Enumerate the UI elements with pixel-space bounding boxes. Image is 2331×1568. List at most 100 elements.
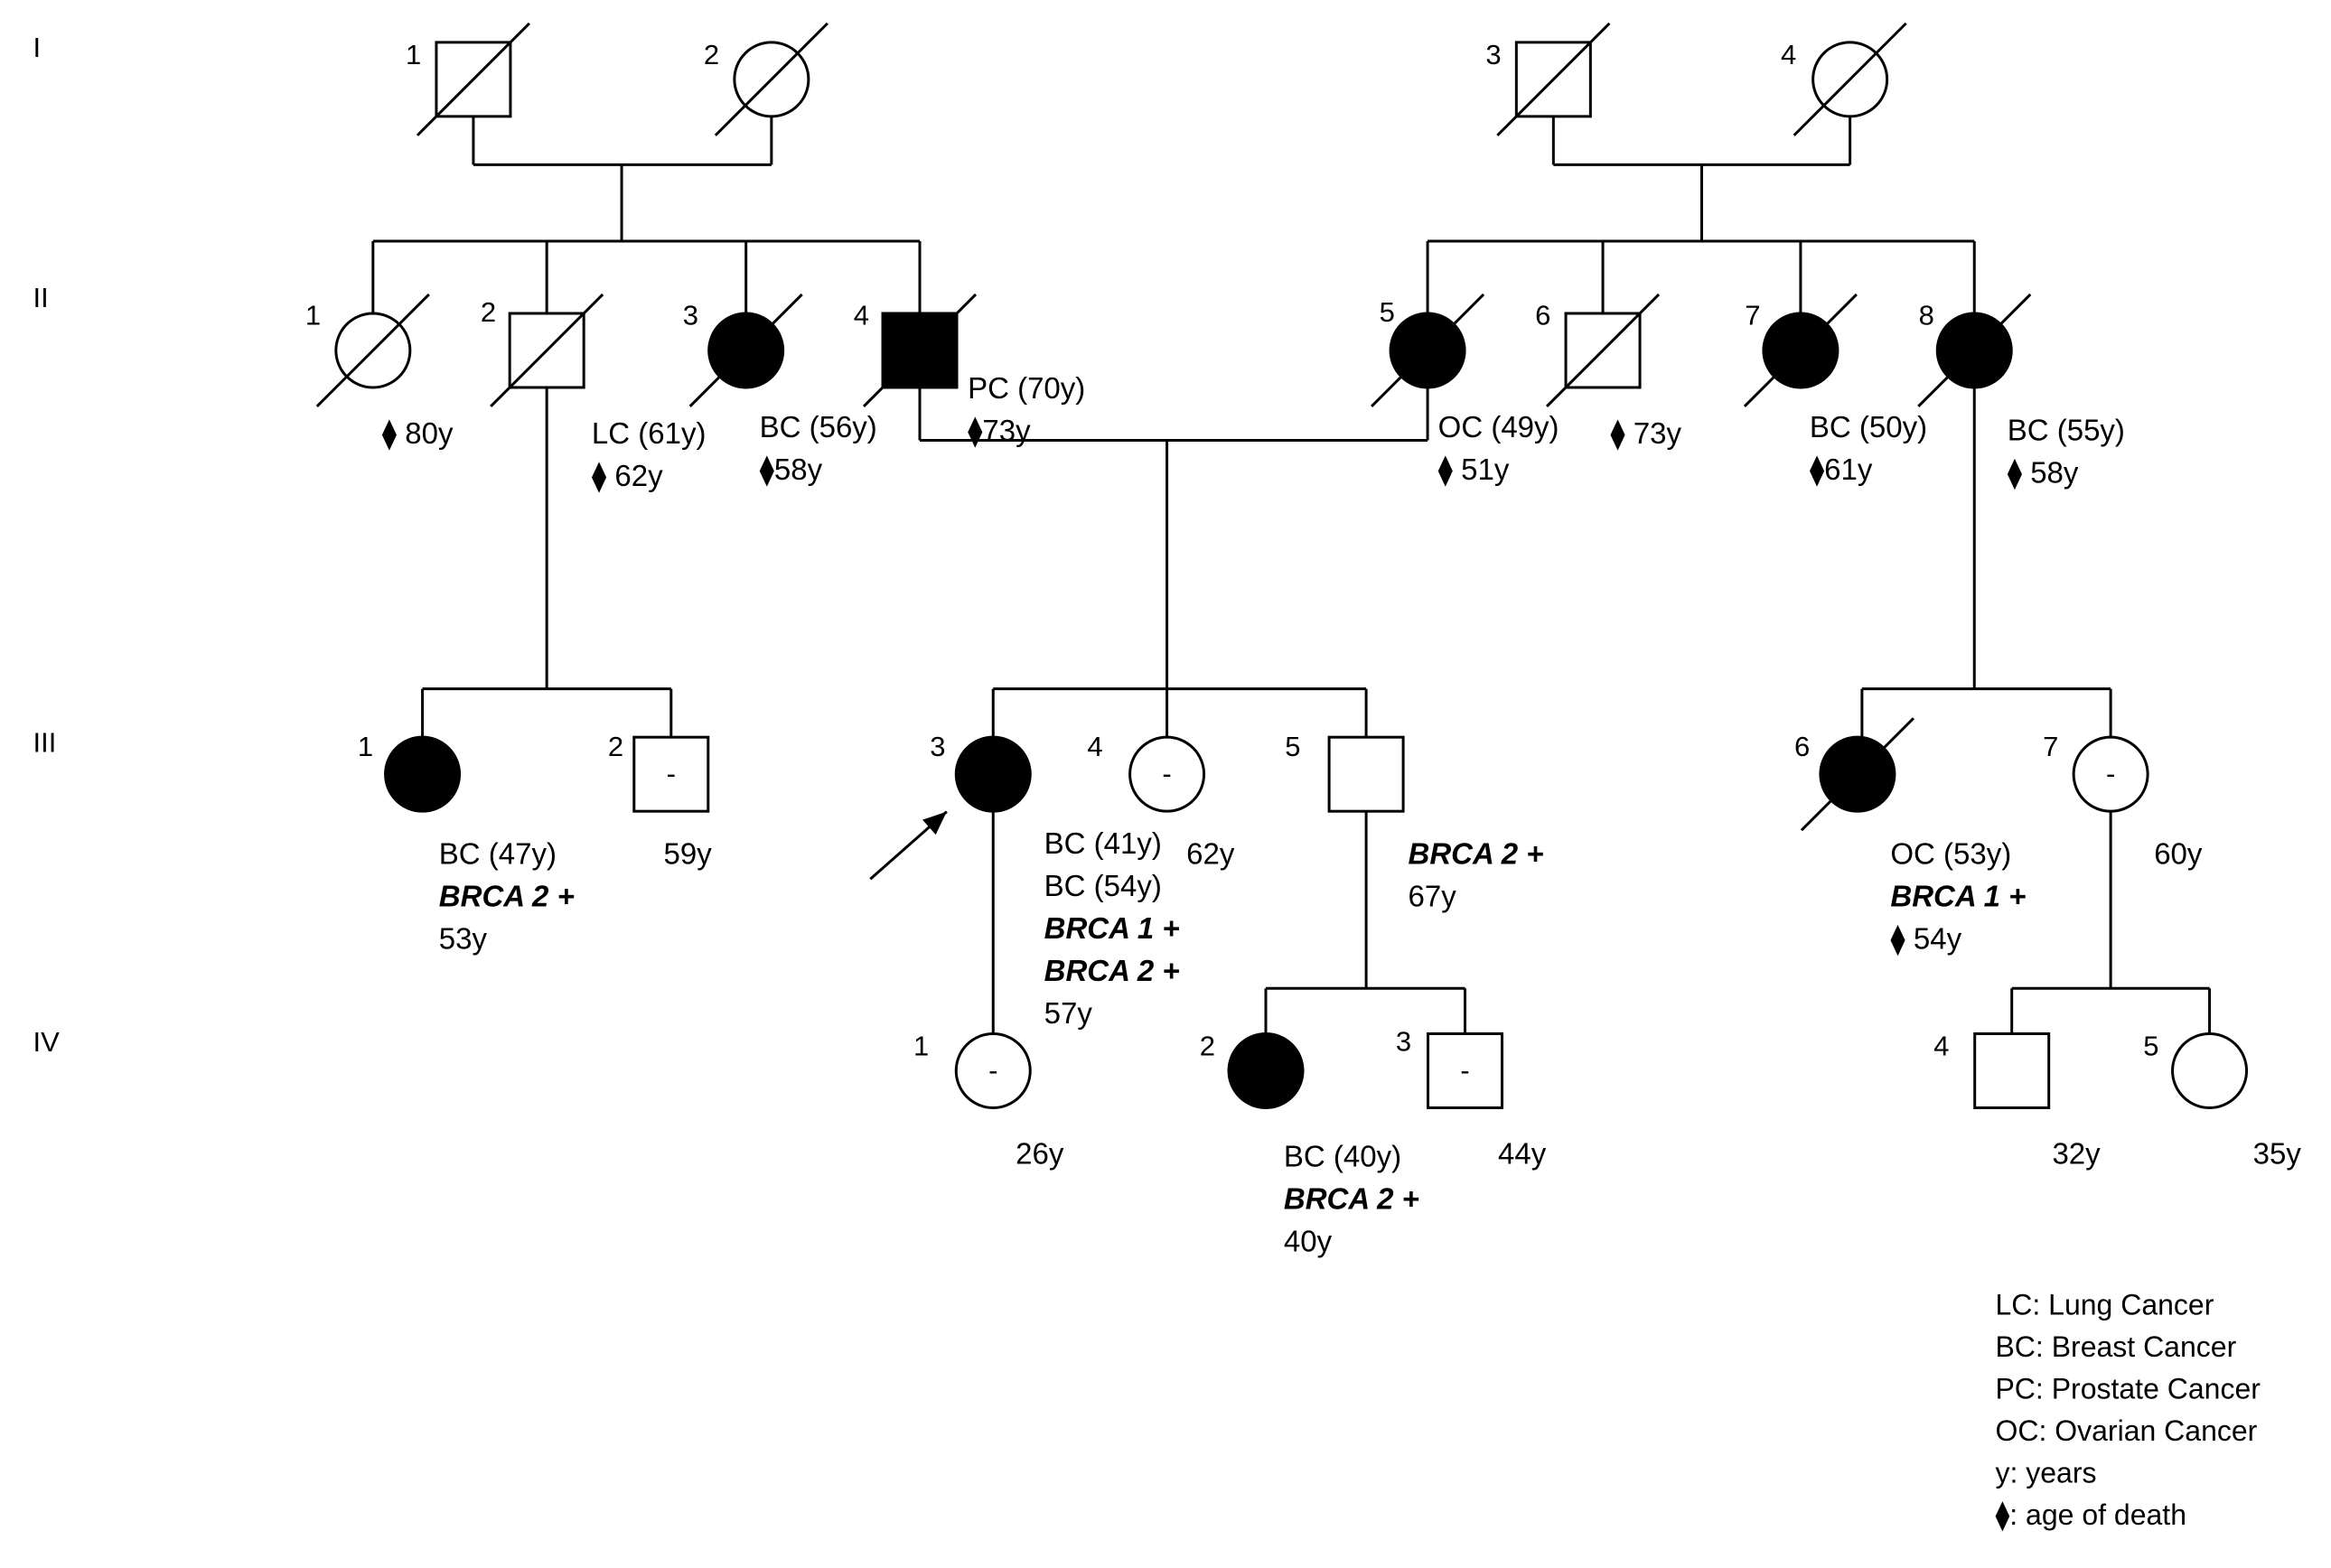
individual-number: 4: [1933, 1031, 1949, 1062]
annotation-label: 67y: [1409, 880, 1457, 913]
individual-ii-5: 5OC (49y)⧫ 51y: [1371, 293, 1559, 487]
annotation-label: BC (41y): [1044, 826, 1162, 860]
individual-iii-4: - 4 62y: [1087, 731, 1234, 871]
generation-label: IV: [33, 1026, 60, 1058]
gene-result-label: BRCA 2 +: [439, 880, 575, 913]
proband-arrowhead: [922, 811, 947, 835]
individual-number: 1: [358, 731, 373, 762]
legend-item: ⧫: age of death: [1995, 1498, 2186, 1532]
individual-number: 1: [406, 39, 421, 70]
individual-number: 3: [1396, 1026, 1411, 1058]
individual-ii-6: 6 ⧫ 73y: [1535, 293, 1682, 451]
individual-ii-4: 4 PC (70y) ⧫73y: [854, 293, 1085, 448]
annotation-label: ⧫ 80y: [382, 416, 454, 451]
annotation-label: ⧫ 58y: [2008, 455, 2079, 490]
individual-number: 1: [913, 1031, 929, 1062]
gene-result-label: BRCA 1 +: [1044, 911, 1180, 945]
annotation-label: OC (53y): [1890, 837, 2011, 871]
gene-result-label: BRCA 2 +: [1284, 1182, 1419, 1216]
deceased-slash: [1743, 293, 1858, 408]
annotation-label: LC (61y): [592, 416, 707, 450]
legend-item: BC: Breast Cancer: [1995, 1330, 2236, 1363]
deceased-slash: [714, 22, 828, 136]
individual-number: 2: [1200, 1031, 1215, 1062]
male-symbol: [1327, 735, 1405, 813]
annotation-label: ⧫61y: [1810, 453, 1873, 487]
male-symbol: [632, 735, 710, 813]
annotation-label: ⧫ 62y: [592, 459, 663, 493]
carrier-status-mark: -: [988, 1054, 997, 1086]
individual-number: 8: [1919, 299, 1934, 331]
individual-iii-3: 3BC (41y)BC (54y)BRCA 1 +BRCA 2 +57y: [869, 731, 1180, 1030]
legend-item: PC: Prostate Cancer: [1995, 1373, 2261, 1405]
individual-number: 4: [854, 299, 869, 331]
carrier-status-mark: -: [2106, 758, 2115, 789]
carrier-status-mark: -: [667, 758, 676, 789]
annotation-label: BC (50y): [1810, 410, 1927, 443]
deceased-slash: [490, 293, 604, 408]
individual-ii-2: 2 LC (61y) ⧫ 62y: [481, 293, 707, 493]
deceased-slash: [1917, 293, 2032, 408]
deceased-slash: [1545, 293, 1661, 408]
individual-number: 3: [930, 731, 945, 762]
annotation-label: ⧫58y: [760, 453, 823, 487]
annotation-label: ⧫ 73y: [1610, 416, 1681, 451]
annotation-label: 62y: [1186, 837, 1235, 871]
annotation-label: PC (70y): [968, 371, 1085, 405]
individual-number: 3: [1485, 39, 1501, 70]
individual-number: 5: [2143, 1031, 2158, 1062]
annotation-label: BC (40y): [1284, 1140, 1401, 1173]
female-symbol: [1227, 1031, 1305, 1109]
annotation-label: 53y: [439, 922, 488, 956]
individual-number: 5: [1380, 296, 1395, 328]
deceased-slash: [416, 22, 530, 136]
female-symbol: [2072, 735, 2149, 813]
female-symbol: [954, 735, 1032, 813]
female-symbol: [2171, 1031, 2249, 1109]
annotation-label: BC (47y): [439, 837, 557, 871]
annotation-label: BC (56y): [760, 410, 877, 443]
generation-label: II: [33, 282, 48, 313]
individual-ii-7: 7BC (50y)⧫61y: [1743, 293, 1927, 487]
annotation-label: 40y: [1284, 1225, 1333, 1258]
annotation-label: ⧫73y: [968, 414, 1031, 448]
deceased-slash: [315, 293, 430, 408]
individual-ii-1: 1⧫ 80y: [305, 293, 454, 451]
legend-item: LC: Lung Cancer: [1995, 1289, 2214, 1321]
annotation-label: 44y: [1498, 1136, 1547, 1170]
legend-item: OC: Ovarian Cancer: [1995, 1414, 2257, 1447]
individual-number: 3: [683, 299, 698, 331]
gene-result-label: BRCA 2 +: [1409, 837, 1544, 871]
individual-number: 6: [1794, 731, 1810, 762]
deceased-slash: [1496, 22, 1611, 136]
individual-iv-3: - 3 44y: [1396, 1026, 1547, 1171]
deceased-slash: [1793, 22, 1907, 136]
annotation-label: 60y: [2154, 837, 2203, 871]
individual-number: 6: [1535, 299, 1550, 331]
annotation-label: OC (49y): [1438, 410, 1559, 443]
annotation-label: 35y: [2253, 1136, 2302, 1170]
annotation-label: ⧫ 54y: [1890, 922, 1961, 957]
female-symbol: [384, 735, 462, 813]
individual-number: 2: [608, 731, 623, 762]
individual-number: 2: [481, 296, 496, 328]
gene-result-label: BRCA 1 +: [1890, 880, 2026, 913]
carrier-status-mark: -: [1460, 1054, 1469, 1086]
individual-iv-2: 2 BC (40y) BRCA 2 + 40y: [1200, 1031, 1419, 1258]
individual-number: 4: [1087, 731, 1102, 762]
annotation-label: 59y: [663, 837, 712, 871]
carrier-status-mark: -: [1162, 758, 1171, 789]
female-symbol: [1128, 735, 1206, 813]
generation-label: III: [33, 726, 56, 758]
female-symbol: [954, 1031, 1032, 1109]
annotation-label: BC (55y): [2008, 413, 2125, 446]
individual-number: 2: [704, 39, 719, 70]
male-symbol: [1973, 1031, 2051, 1109]
